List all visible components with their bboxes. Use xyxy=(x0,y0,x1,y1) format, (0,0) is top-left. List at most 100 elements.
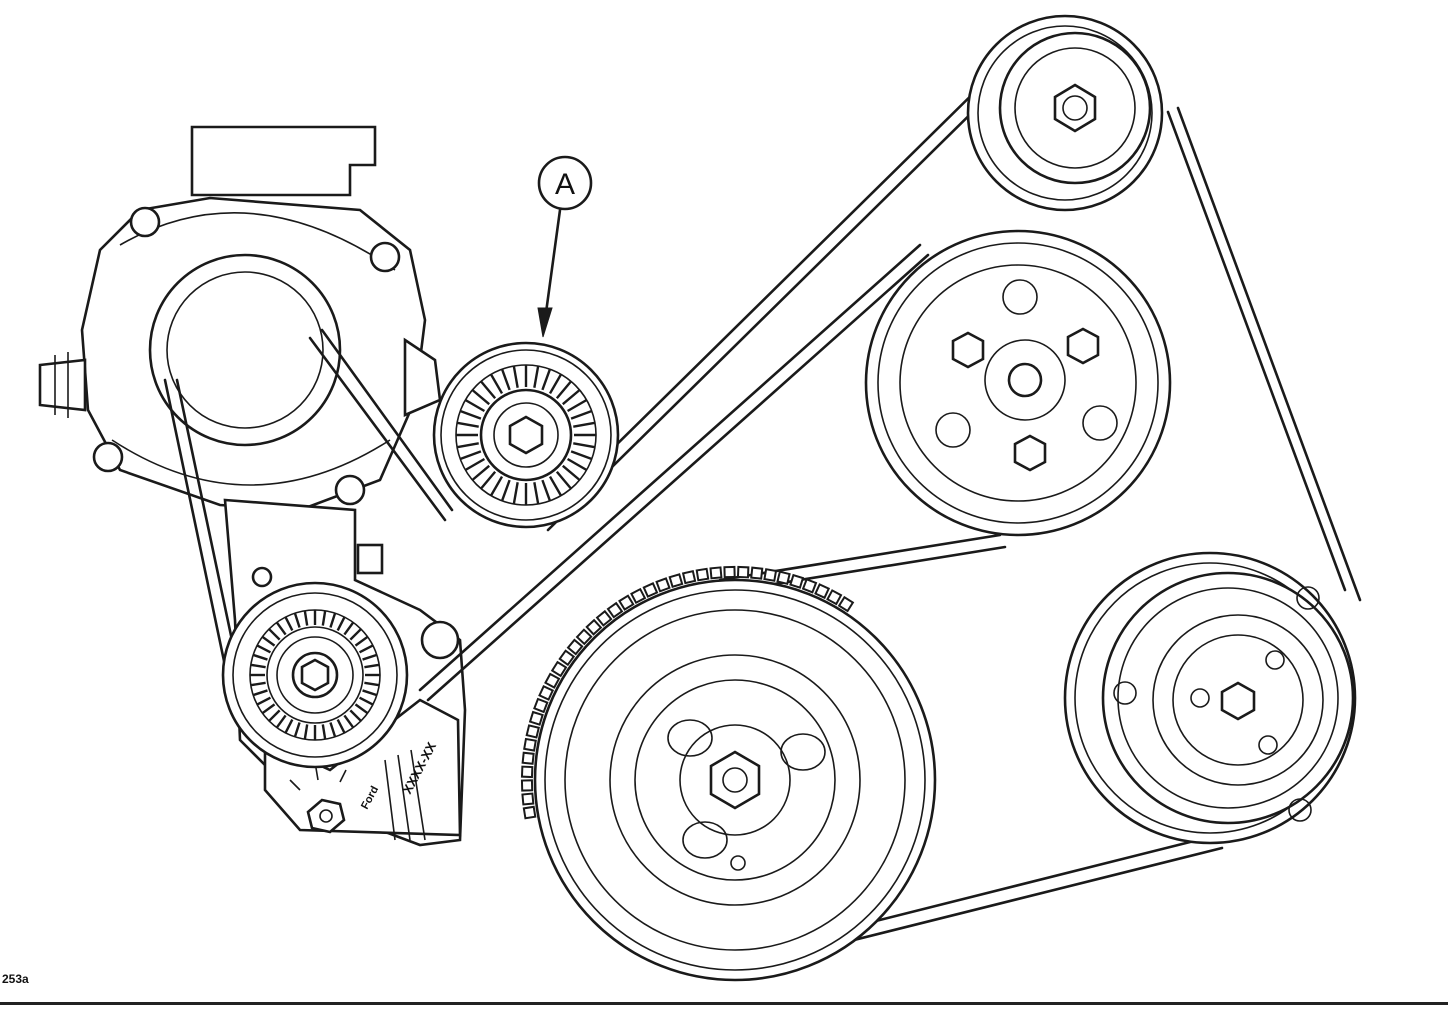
figure-code: 253a xyxy=(2,972,29,986)
pulley-rib xyxy=(349,709,362,722)
pulley-rib xyxy=(359,644,374,654)
pulley-rib xyxy=(268,628,281,641)
timing-tooth xyxy=(528,710,544,726)
timing-tooth xyxy=(655,577,671,593)
pulley-rib xyxy=(533,482,540,505)
timing-tooth xyxy=(585,618,603,636)
timing-tooth xyxy=(550,660,568,678)
pulley-rib xyxy=(364,663,380,669)
pulley-rib xyxy=(500,368,511,391)
pulley-rib xyxy=(359,696,374,706)
timing-tooth xyxy=(695,567,710,582)
pump-bolt-icon xyxy=(1066,327,1100,365)
pulley-rib xyxy=(500,479,511,502)
pulley-rib xyxy=(541,368,552,391)
pump-bolt-icon xyxy=(1013,434,1047,472)
timing-tooth xyxy=(525,724,540,739)
timing-tooth xyxy=(606,601,624,619)
timing-tooth xyxy=(814,583,831,600)
pulley-rib xyxy=(321,724,327,740)
pulley-rib xyxy=(329,612,337,628)
pulley-rib xyxy=(293,722,301,738)
timing-tooth xyxy=(544,672,561,689)
pulley-rib xyxy=(261,703,276,715)
pulley-rib xyxy=(261,635,276,647)
timing-tooth xyxy=(630,587,647,605)
pulley-rib xyxy=(349,628,362,641)
crankshaft-pulley xyxy=(520,565,937,982)
timing-tooth xyxy=(776,570,791,585)
timing-tooth xyxy=(523,737,537,752)
pulley-rib xyxy=(329,722,337,738)
pulley-rib xyxy=(573,421,596,428)
timing-tooth xyxy=(642,582,659,598)
pulley-rib xyxy=(548,373,563,395)
pulley-rib xyxy=(336,719,346,734)
pulley-rib xyxy=(321,610,327,626)
pulley-rib xyxy=(555,380,572,400)
pulley-rib xyxy=(489,475,504,497)
pulley-rib xyxy=(362,689,378,697)
pulley-rib xyxy=(456,421,479,428)
pulley-rib xyxy=(489,373,504,395)
pulley-rib xyxy=(250,663,266,669)
pulley-rib xyxy=(293,612,301,628)
pulley-rib xyxy=(555,470,572,490)
pulley-rib xyxy=(512,482,519,505)
pulley-rib xyxy=(250,681,266,687)
idler-bolt-icon xyxy=(1053,83,1097,133)
pump-bolt-icon xyxy=(951,331,985,369)
timing-tooth xyxy=(558,649,576,667)
timing-tooth xyxy=(668,573,684,589)
pulley-rib xyxy=(471,389,491,406)
pulley-rib xyxy=(256,696,271,706)
timing-tooth xyxy=(709,566,723,580)
timing-tooth xyxy=(763,568,778,582)
pulley-rib xyxy=(268,709,281,722)
pulley-rib xyxy=(354,703,369,715)
pulley-rib xyxy=(464,457,486,472)
timing-tooth xyxy=(520,779,534,792)
timing-tooth xyxy=(801,578,818,594)
pulley-rib xyxy=(343,714,355,729)
bottom-frame-line xyxy=(0,1002,1448,1005)
timing-tooth xyxy=(575,628,593,646)
crank-bolt-icon xyxy=(709,750,761,810)
pulley-rib xyxy=(480,470,497,490)
pulley-rib xyxy=(459,450,482,461)
timing-tooth xyxy=(723,565,736,579)
timing-tooth xyxy=(520,765,534,779)
pulley-rib xyxy=(336,616,346,631)
timing-tooth xyxy=(566,638,584,656)
alternator xyxy=(38,125,442,512)
pulley-rib xyxy=(464,398,486,413)
pulley-rib xyxy=(343,621,355,636)
water-pump-pulley xyxy=(864,229,1172,537)
tensioner-pulley-bolt-icon xyxy=(300,658,330,692)
timing-tooth xyxy=(533,697,549,714)
compressor-bolt-icon xyxy=(1220,681,1256,721)
callout-a: A xyxy=(537,155,593,338)
timing-tooth xyxy=(521,792,535,806)
hex-bolt-icon xyxy=(508,415,544,455)
pulley-rib xyxy=(566,398,588,413)
pulley-rib xyxy=(471,464,491,481)
callout-label: A xyxy=(555,168,575,201)
pulley-rib xyxy=(570,409,593,420)
tensioner-bolt-icon xyxy=(306,798,346,834)
pulley-rib xyxy=(354,635,369,647)
pulley-rib xyxy=(570,450,593,461)
timing-tooth xyxy=(750,566,764,580)
timing-tooth xyxy=(618,594,635,611)
pulley-rib xyxy=(275,621,287,636)
timing-tooth xyxy=(837,595,855,613)
timing-tooth xyxy=(681,569,697,585)
arrow-head-icon xyxy=(537,307,553,338)
pulley-rib xyxy=(256,644,271,654)
pulley-rib xyxy=(252,653,268,661)
timing-tooth xyxy=(789,573,805,589)
pulley-rib xyxy=(252,689,268,697)
pulley-rib xyxy=(284,719,294,734)
pulley-rib xyxy=(541,479,552,502)
